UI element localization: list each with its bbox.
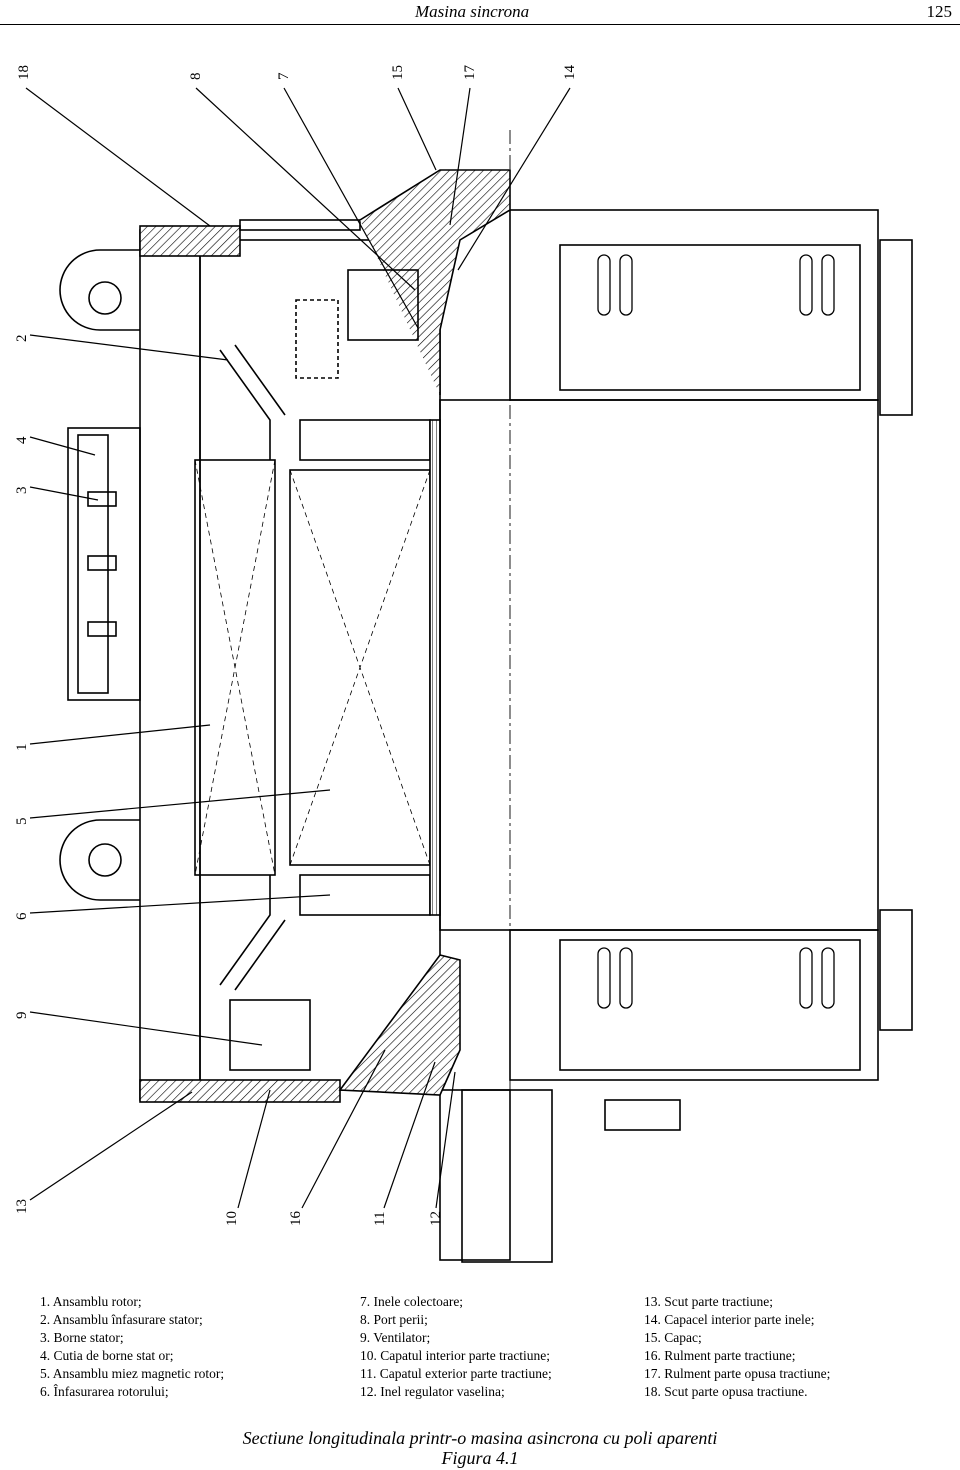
- callout-7: 7: [276, 72, 292, 80]
- terminal-box-inner: [77, 434, 109, 694]
- legend-item: 2. Ansamblu înfasurare stator;: [40, 1312, 203, 1327]
- callout-13: 13: [14, 1199, 30, 1214]
- brush-holder: [347, 269, 419, 341]
- end-shield-top: [359, 169, 511, 395]
- outline-group: [59, 130, 913, 1263]
- legend-item: 12. Inel regulator vaselina;: [360, 1384, 505, 1399]
- legend-item: 9. Ventilator;: [360, 1330, 431, 1345]
- legend-item: 6. Înfasurarea rotorului;: [40, 1384, 169, 1399]
- terminal-box: [67, 427, 141, 701]
- callout-12: 12: [428, 1211, 444, 1226]
- caption-text: Sectiune longitudinala printr-o masina a…: [242, 1428, 718, 1448]
- callout-leaders: [25, 87, 571, 1209]
- legend-item: 4. Cutia de borne stat or;: [40, 1348, 174, 1363]
- frame-top-rail: [239, 219, 361, 231]
- callout-numbers: 18 8 7 15 17 14 2 4 3 1 5 6 9 13 10 16 1…: [14, 65, 578, 1227]
- lug-hole-bottom: [88, 843, 122, 877]
- callout-17: 17: [462, 65, 478, 81]
- terminal-bolts: [87, 491, 117, 637]
- brush-dashed-box: [295, 299, 339, 379]
- callout-10: 10: [224, 1211, 240, 1226]
- lifting-lug-top: [59, 249, 140, 331]
- callout-14: 14: [562, 65, 578, 81]
- running-title: Masina sincrona: [415, 2, 530, 21]
- callout-3: 3: [14, 487, 30, 495]
- callout-8: 8: [188, 73, 204, 81]
- winding-end-top: [219, 344, 286, 460]
- legend-item: 13. Scut parte tractiune;: [644, 1294, 773, 1309]
- callout-2: 2: [14, 335, 30, 343]
- machine-section-drawing: 18 8 7 15 17 14 2 4 3 1 5 6 9 13 10 16 1…: [14, 65, 913, 1263]
- callout-9: 9: [14, 1012, 30, 1020]
- header-rule: [0, 24, 960, 25]
- legend-item: 3. Borne stator;: [40, 1330, 124, 1345]
- callout-5: 5: [14, 818, 30, 826]
- frame-bottom-flange: [139, 1079, 341, 1103]
- callout-16: 16: [288, 1211, 304, 1227]
- lug-hole-top: [88, 281, 122, 315]
- legend-column-3: 13. Scut parte tractiune; 14. Capacel in…: [644, 1293, 830, 1401]
- figure-caption: Sectiune longitudinala printr-o masina a…: [0, 1428, 960, 1468]
- right-flange-bottom: [879, 909, 913, 1031]
- legend-item: 8. Port perii;: [360, 1312, 428, 1327]
- legend-item: 15. Capac;: [644, 1330, 702, 1345]
- cooling-slots-bottom: [597, 947, 835, 1009]
- cooling-slots-top: [597, 254, 835, 316]
- right-flange-top: [879, 239, 913, 416]
- winding-end-bottom: [219, 875, 286, 991]
- lifting-lug-bottom: [59, 819, 140, 901]
- callout-15: 15: [390, 65, 406, 80]
- legend-column-2: 7. Inele colectoare; 8. Port perii; 9. V…: [360, 1293, 552, 1401]
- rotor-laminations: [429, 419, 441, 916]
- callout-4: 4: [14, 436, 30, 444]
- bottom-bracket: [604, 1099, 681, 1131]
- callout-6: 6: [14, 912, 30, 920]
- callout-1: 1: [14, 744, 30, 752]
- legend-column-1: 1. Ansamblu rotor; 2. Ansamblu înfasurar…: [40, 1293, 224, 1401]
- legend-item: 16. Rulment parte tractiune;: [644, 1348, 796, 1363]
- end-shield-bottom: [338, 954, 461, 1096]
- stator-frame-left: [139, 229, 201, 1101]
- legend-item: 5. Ansamblu miez magnetic rotor;: [40, 1366, 225, 1381]
- rotor-coil-bottom: [299, 874, 431, 916]
- legend-item: 7. Inele colectoare;: [360, 1294, 464, 1309]
- legend-item: 14. Capacel interior parte inele;: [644, 1312, 815, 1327]
- callout-11: 11: [372, 1212, 388, 1226]
- legend-item: 10. Capatul interior parte tractiune;: [360, 1348, 551, 1363]
- rotor-coil-top: [299, 419, 431, 461]
- figure-number: Figura 4.1: [441, 1448, 519, 1468]
- shaft-end: [461, 1089, 553, 1263]
- page-header: Masina sincrona 125: [0, 0, 960, 26]
- frame-top-flange: [139, 225, 241, 257]
- end-housing-top: [509, 209, 879, 401]
- legend-item: 1. Ansamblu rotor;: [40, 1294, 142, 1309]
- fan-housing-top: [559, 244, 861, 391]
- stator-core: [194, 459, 276, 876]
- shaft-extension: [439, 1089, 511, 1261]
- fan-housing-bottom: [559, 939, 861, 1071]
- parts-legend: 1. Ansamblu rotor; 2. Ansamblu înfasurar…: [0, 1293, 960, 1413]
- callout-18: 18: [16, 65, 32, 80]
- legend-item: 18. Scut parte opusa tractiune.: [644, 1384, 808, 1399]
- fan: [229, 999, 311, 1071]
- legend-item: 11. Capatul exterior parte tractiune;: [360, 1366, 552, 1381]
- shaft-center: [439, 399, 879, 931]
- legend-item: 17. Rulment parte opusa tractiune;: [644, 1366, 831, 1381]
- page-number: 125: [926, 2, 953, 21]
